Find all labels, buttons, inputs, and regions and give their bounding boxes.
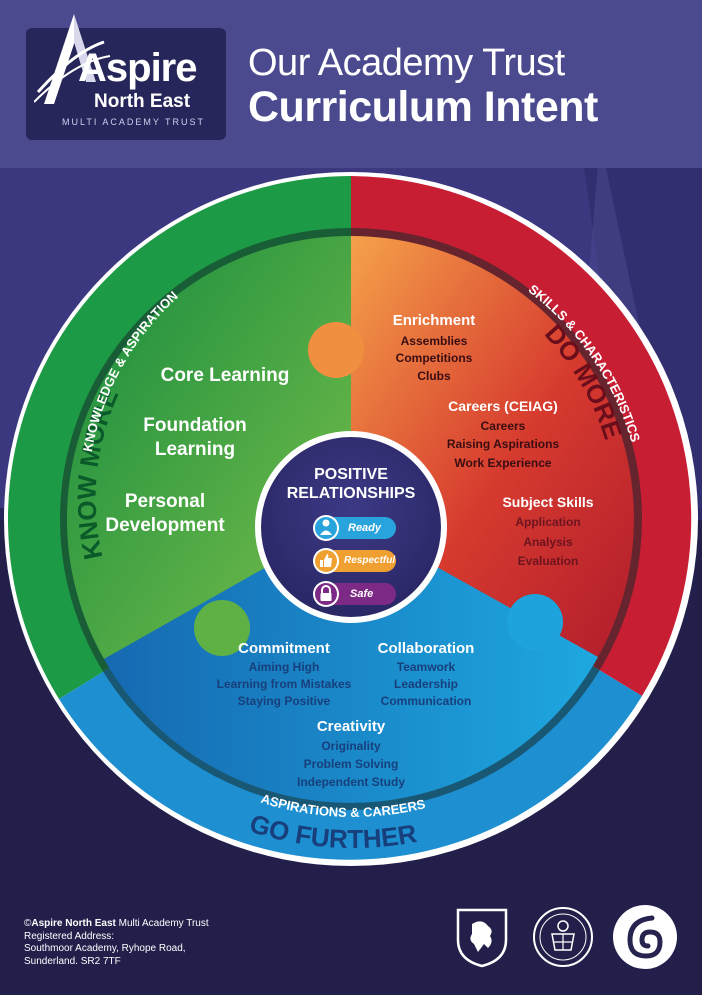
puzzle-knob-right	[507, 594, 563, 650]
collaboration-item: Leadership	[393, 677, 459, 691]
footer-org: ©Aspire North East Multi Academy Trust	[24, 918, 209, 929]
page-title-line2: Curriculum Intent	[248, 83, 598, 131]
footer-info: ©Aspire North East Multi Academy Trust R…	[24, 918, 209, 968]
careers-item: Raising Aspirations	[446, 437, 560, 451]
enrichment-item: Clubs	[417, 369, 451, 383]
creativity-item: Independent Study	[297, 775, 405, 789]
school-badge-icon	[533, 907, 593, 967]
commitment-item: Aiming High	[248, 660, 320, 674]
collaboration-item: Teamwork	[396, 660, 456, 674]
footer-address-line2: Sunderland. SR2 7TF	[24, 955, 121, 967]
know-more-item-core: Core Learning	[160, 365, 290, 386]
centre-title-line1: POSITIVE	[314, 466, 388, 483]
logo-name: Aspire	[78, 46, 197, 90]
person-icon	[313, 515, 339, 541]
collaboration-item: Communication	[380, 694, 472, 708]
subject-skills-item: Evaluation	[517, 554, 579, 568]
careers-heading: Careers (CEIAG)	[448, 398, 558, 414]
value-safe: Safe	[320, 583, 396, 605]
commitment-item: Staying Positive	[237, 694, 331, 708]
careers-item: Careers	[480, 419, 526, 433]
centre-title-line2: RELATIONSHIPS	[286, 485, 416, 502]
commitment-heading: Commitment	[238, 640, 330, 657]
value-ready-label: Ready	[348, 522, 382, 534]
know-more-item-personal: Personal	[124, 491, 206, 512]
puzzle-knob-top	[308, 322, 364, 378]
value-safe-label: Safe	[350, 588, 374, 600]
value-respectful-label: Respectful	[344, 555, 396, 566]
subject-skills-item: Application	[515, 515, 581, 529]
logo-tagline: MULTI ACADEMY TRUST	[62, 117, 206, 127]
subject-skills-heading: Subject Skills	[502, 494, 594, 510]
footer-address-label: Registered Address:	[24, 930, 115, 942]
collaboration-heading: Collaboration	[377, 640, 475, 657]
value-respectful: Respectful	[320, 550, 396, 572]
commitment-item: Learning from Mistakes	[216, 677, 352, 691]
know-more-item-foundation: Foundation	[143, 415, 247, 436]
logo-region: North East	[94, 91, 191, 112]
lion-crest-icon	[456, 908, 508, 968]
enrichment-item: Competitions	[395, 351, 473, 365]
swirl-logo-icon	[613, 905, 677, 969]
value-ready: Ready	[320, 517, 396, 539]
thumbs-up-icon	[313, 548, 339, 574]
creativity-item: Problem Solving	[303, 757, 399, 771]
page-title-line1: Our Academy Trust	[248, 42, 565, 84]
creativity-heading: Creativity	[316, 718, 386, 735]
subject-skills-item: Analysis	[523, 535, 573, 549]
padlock-icon	[313, 581, 339, 607]
know-more-item-foundation-2: Learning	[154, 439, 236, 460]
know-more-item-personal-2: Development	[105, 515, 225, 536]
go-further-subtitle: ASPIRATIONS & CAREERS	[259, 791, 427, 820]
enrichment-heading: Enrichment	[392, 312, 476, 329]
careers-item: Work Experience	[454, 456, 552, 470]
footer-address-line1: Southmoor Academy, Ryhope Road,	[24, 943, 186, 954]
logo-a-icon	[34, 14, 111, 104]
go-further-segment	[104, 519, 598, 803]
creativity-item: Originality	[321, 739, 381, 753]
enrichment-item: Assemblies	[400, 334, 468, 348]
puzzle-knob-left	[194, 600, 250, 656]
